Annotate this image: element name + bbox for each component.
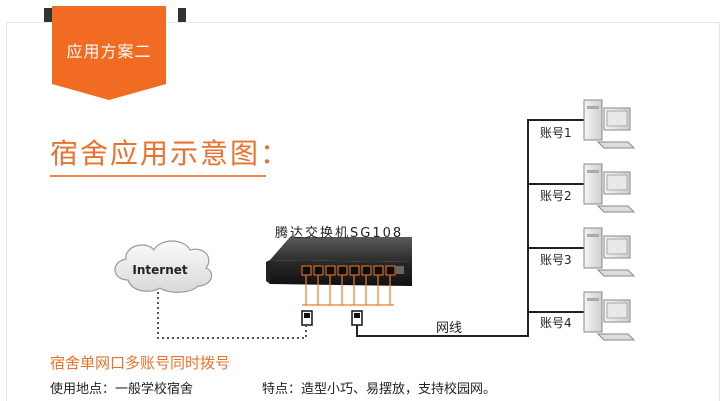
account-label-3: 账号3 xyxy=(540,253,572,267)
usage-location: 使用地点：一般学校宿舍 xyxy=(50,382,194,397)
diagram-caption: 宿舍单网口多账号同时拨号 xyxy=(50,354,231,372)
switch-label: 腾达交换机SG108 xyxy=(275,226,404,241)
diagram-title: 宿舍应用示意图： xyxy=(50,137,291,170)
internet-dotted-link xyxy=(157,292,307,339)
account-label-2: 账号2 xyxy=(540,189,572,203)
switch-icon xyxy=(266,237,412,306)
account-label-4: 账号4 xyxy=(540,316,572,330)
tab-stub-left xyxy=(44,8,52,22)
scheme-badge-arrow xyxy=(52,84,166,100)
scheme-badge-label: 应用方案二 xyxy=(66,42,152,61)
internet-label: Internet xyxy=(132,263,187,277)
rj45-plug-left-icon xyxy=(301,310,313,326)
internet-cloud-icon: Internet xyxy=(114,240,213,293)
title-underline xyxy=(50,175,266,177)
tab-stub-right xyxy=(178,8,186,22)
cable-label: 网线 xyxy=(436,321,463,336)
rj45-plug-right-icon xyxy=(351,310,363,326)
computer-icon xyxy=(583,163,636,213)
feature-text: 特点：造型小巧、易摆放，支持校园网。 xyxy=(262,382,497,397)
computer-icon xyxy=(583,99,636,149)
account-label-1: 账号1 xyxy=(540,126,572,140)
cable-trunk xyxy=(356,119,584,337)
computer-icon xyxy=(583,291,636,341)
computer-icon xyxy=(583,227,636,277)
scheme-badge xyxy=(52,6,166,84)
